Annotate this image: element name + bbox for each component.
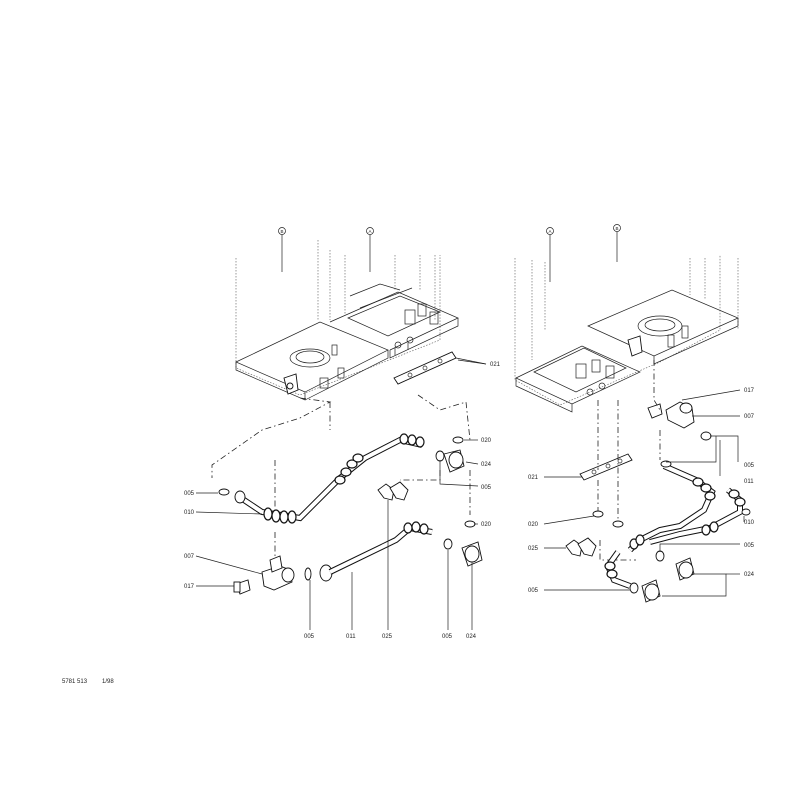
r-label-021: 021 (528, 475, 539, 481)
right-callout-a: A (548, 229, 551, 234)
right-callout-b: B (615, 226, 618, 231)
r-label-005-b: 005 (744, 543, 755, 549)
r-label-017: 017 (744, 388, 755, 394)
r-label-005-a: 005 (744, 463, 755, 469)
label-020-mid: 020 (481, 522, 492, 528)
left-callouts: B A (278, 227, 374, 272)
left-elbow-024-top (435, 436, 465, 473)
label-bottom-005-a: 005 (304, 634, 315, 640)
label-021: 021 (490, 362, 501, 368)
label-017: 017 (184, 584, 195, 590)
document-code: 5781 513 (62, 679, 88, 685)
right-clip-025 (565, 537, 597, 557)
r-label-024: 024 (744, 572, 755, 578)
right-boiler-base (515, 289, 739, 413)
left-tee-007 (233, 555, 295, 595)
left-callout-a: A (368, 229, 371, 234)
label-020-top: 020 (481, 438, 492, 444)
left-callout-b: B (280, 229, 283, 234)
label-024-right: 024 (481, 462, 492, 468)
label-005-right: 005 (481, 485, 492, 491)
right-bracket-021 (579, 453, 633, 481)
left-boiler-base (235, 283, 459, 401)
label-007: 007 (184, 554, 195, 560)
left-hose-010 (218, 433, 425, 524)
right-view: A B 017 007 005 011 010 005 024 021 020 … (514, 224, 755, 603)
left-clip-025 (377, 481, 409, 501)
right-boiler-housing (514, 255, 739, 406)
right-lower-elbows (592, 510, 695, 603)
right-part-labels: 017 007 005 011 010 005 024 021 020 025 … (528, 388, 755, 594)
document-date: 1/98 (102, 679, 114, 685)
r-label-025: 025 (528, 546, 539, 552)
right-leaders (543, 389, 745, 597)
left-pipe-011 (304, 520, 483, 582)
label-bottom-005-b: 005 (442, 634, 453, 640)
right-tee-007 (647, 401, 712, 441)
right-assembly-lines (597, 360, 661, 561)
left-view: B A 021 020 024 005 020 005 010 007 017 … (184, 227, 501, 640)
label-bottom-025: 025 (382, 634, 393, 640)
r-label-011: 011 (744, 479, 754, 485)
right-callouts: A B (546, 224, 621, 282)
left-part-labels: 021 020 024 005 020 005 010 007 017 005 … (184, 362, 501, 640)
right-hose-010 (627, 460, 716, 553)
document-footer: 5781 513 1/98 (62, 679, 114, 685)
r-label-020: 020 (528, 522, 539, 528)
r-label-007: 007 (744, 414, 755, 420)
right-pipe-011 (649, 487, 751, 545)
label-bottom-011: 011 (346, 634, 356, 640)
left-leaders (195, 359, 487, 630)
left-bracket-021 (393, 351, 487, 385)
label-005-left: 005 (184, 491, 195, 497)
label-bottom-024: 024 (466, 634, 477, 640)
label-010: 010 (184, 510, 195, 516)
r-label-010: 010 (744, 520, 755, 526)
r-label-005-c: 005 (528, 588, 539, 594)
